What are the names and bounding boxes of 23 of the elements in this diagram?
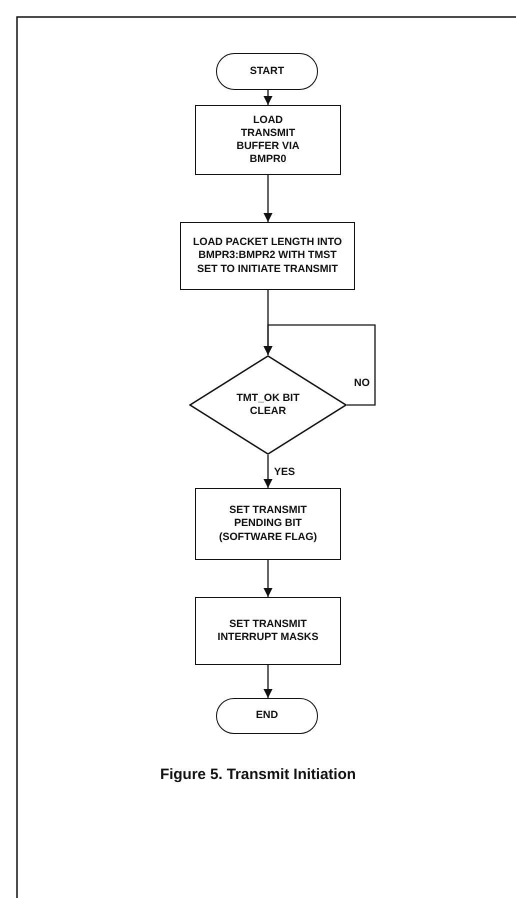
edge-label: NO xyxy=(353,377,371,389)
process-box xyxy=(195,105,341,175)
figure-caption: Figure 5. Transmit Initiation xyxy=(159,766,357,783)
arrow xyxy=(263,90,273,105)
node-label: SET TRANSMIT PENDING BIT (SOFTWARE FLAG) xyxy=(218,504,318,544)
arrow xyxy=(263,324,376,406)
node-label: LOAD PACKET LENGTH INTO BMPR3:BMPR2 WITH TMST SET TO INITIATE TRANSMIT xyxy=(192,236,342,276)
process-box xyxy=(195,488,341,560)
arrow xyxy=(263,665,273,698)
terminal-box xyxy=(216,698,318,734)
arrow xyxy=(263,455,273,488)
terminal-box xyxy=(216,53,318,90)
process-box xyxy=(195,597,341,665)
arrow xyxy=(263,560,273,597)
node-label: START xyxy=(250,64,284,78)
edge-label: YES xyxy=(273,466,296,478)
decision-diamond xyxy=(189,355,347,455)
node-label: LOAD TRANSMIT BUFFER VIA BMPR0 xyxy=(236,114,300,166)
node-label: END xyxy=(256,709,278,723)
arrow xyxy=(263,175,273,222)
node-label: SET TRANSMIT INTERRUPT MASKS xyxy=(216,618,320,644)
process-box xyxy=(180,222,355,290)
node-label: TMT_OK BIT CLEAR xyxy=(236,392,300,418)
